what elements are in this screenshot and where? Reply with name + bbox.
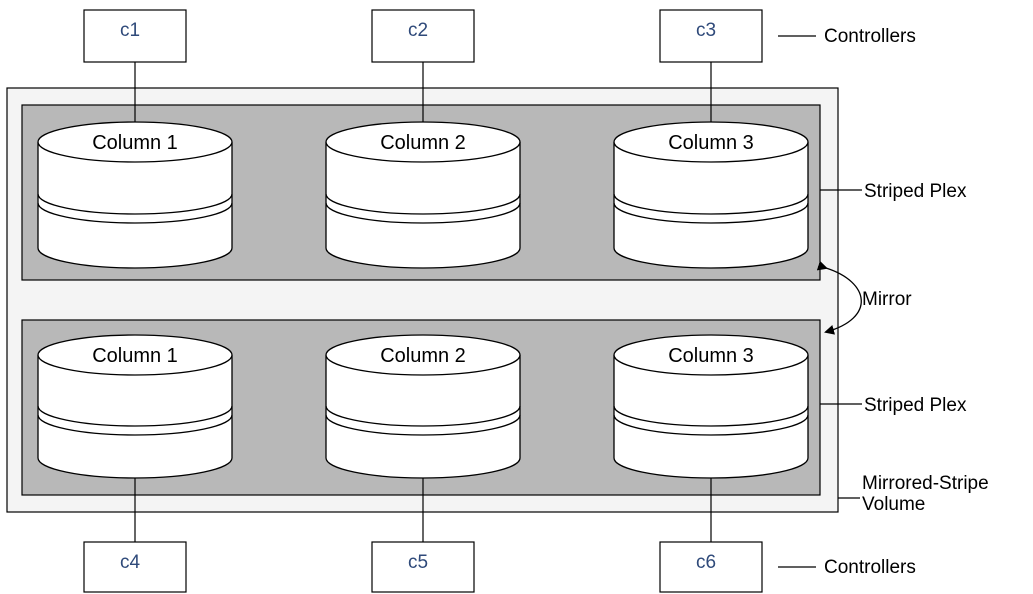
- controller-label: c4: [120, 552, 141, 573]
- controller-label: c2: [408, 20, 428, 41]
- controller-label: c5: [408, 552, 428, 573]
- disk-cylinder: Column 2: [325, 121, 521, 269]
- column-label: Column 2: [380, 132, 466, 154]
- controller-label: c3: [696, 20, 716, 41]
- volume-label-line2: Volume: [862, 494, 925, 515]
- mirror-arrow: [816, 260, 862, 335]
- column-label: Column 1: [92, 132, 178, 154]
- controller-c5: c5: [371, 541, 475, 593]
- column-label: Column 3: [668, 345, 754, 367]
- controller-label: c1: [120, 20, 140, 41]
- controller-c2: c2: [371, 9, 475, 63]
- controller-label: c6: [696, 552, 716, 573]
- disk-cylinder: Column 3: [613, 334, 809, 479]
- column-label: Column 1: [92, 345, 178, 367]
- controllers-label-top: Controllers: [824, 26, 916, 47]
- controller-c4: c4: [83, 541, 187, 593]
- controllers-label-bottom: Controllers: [824, 557, 916, 578]
- disk-cylinder: Column 1: [37, 334, 233, 479]
- controller-c1: c1: [83, 9, 187, 63]
- column-label: Column 2: [380, 345, 466, 367]
- column-label: Column 3: [668, 132, 754, 154]
- controller-c3: c3: [659, 9, 763, 63]
- striped-plex-label-top: Striped Plex: [864, 181, 967, 202]
- volume-label-line1: Mirrored-Stripe: [862, 473, 989, 494]
- disk-cylinder: Column 2: [325, 334, 521, 479]
- striped-plex-label-bottom: Striped Plex: [864, 395, 967, 416]
- disk-cylinder: Column 3: [613, 121, 809, 269]
- mirror-label: Mirror: [862, 289, 912, 310]
- disk-cylinder: Column 1: [37, 121, 233, 269]
- controller-c6: c6: [659, 541, 763, 593]
